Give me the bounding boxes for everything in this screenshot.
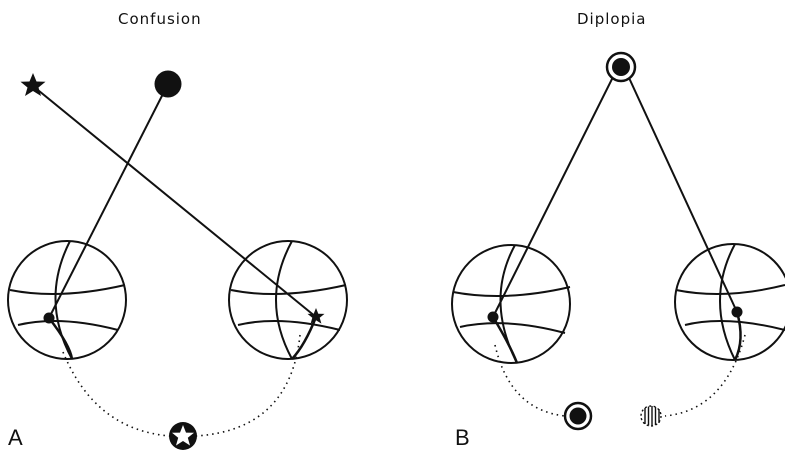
panel-a-right-projection xyxy=(195,334,301,437)
panel-b-left-fovea-dot xyxy=(487,311,499,323)
panel-b-true-image-icon xyxy=(563,401,593,431)
panel-a-right-eye xyxy=(228,240,348,360)
panel-b-label: B xyxy=(455,425,470,450)
panel-b-left-visual-line xyxy=(492,66,619,318)
panel-a-star-visual-line xyxy=(32,85,317,318)
ringed-circle-icon xyxy=(605,51,637,83)
panel-a-label: A xyxy=(8,425,23,450)
filled-circle-icon xyxy=(154,70,182,98)
panel-a-title: Confusion xyxy=(118,10,202,28)
panel-b-left-projection xyxy=(494,344,566,417)
panel-b-right-retina-dot xyxy=(731,306,743,318)
panel-a-left-projection xyxy=(62,351,171,437)
panel-b-diagram xyxy=(451,66,785,417)
panel-b-title: Diplopia xyxy=(577,10,647,28)
panel-b-right-eye xyxy=(674,243,785,361)
star-icon xyxy=(20,73,46,96)
outline-star-icon xyxy=(169,422,197,450)
hatched-ghost-image-icon xyxy=(640,405,662,427)
panel-a-left-fovea-dot xyxy=(43,312,55,324)
panel-a-left-eye xyxy=(7,240,127,360)
panel-b-right-projection xyxy=(664,334,746,417)
panel-b-right-visual-line xyxy=(623,66,738,313)
panel-b-left-eye xyxy=(451,244,571,364)
panel-a-circle-visual-line xyxy=(48,83,169,319)
panel-a-right-retina-star-icon xyxy=(307,308,325,324)
panel-a-diagram xyxy=(7,83,348,437)
